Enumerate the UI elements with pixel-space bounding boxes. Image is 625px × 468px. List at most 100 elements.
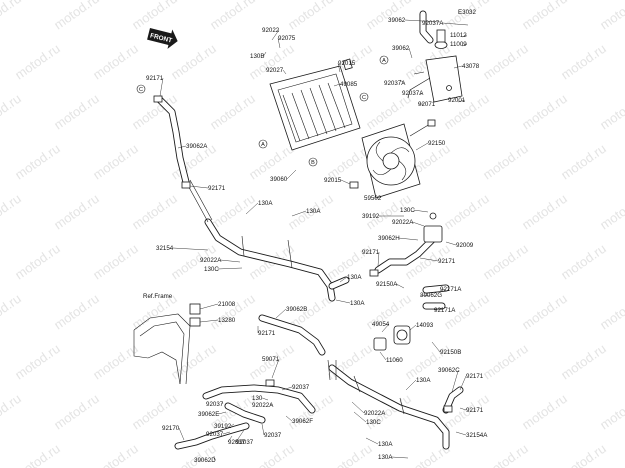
leader-line — [230, 423, 235, 427]
part-number-label: 130A — [306, 208, 321, 215]
part-number-label: 32154A — [466, 432, 488, 439]
part-number-label: 11012 — [450, 32, 467, 39]
part-number-label: 49085 — [340, 81, 358, 88]
leader-line — [353, 411, 367, 423]
leader-lines — [159, 19, 469, 461]
leader-line — [459, 407, 467, 411]
ref-frame-text: Ref.Frame — [143, 293, 173, 300]
leader-line — [269, 403, 273, 406]
part-number-label: 43078 — [462, 63, 480, 70]
part-number-label: 92171 — [362, 249, 380, 256]
thermostat-housing — [373, 212, 443, 351]
diagram-code: E3032 — [458, 9, 476, 16]
leader-line — [217, 267, 243, 270]
part-number-label: 92015 — [324, 177, 342, 184]
part-number-label: 92037 — [292, 384, 310, 391]
part-number-label: 92171 — [466, 373, 484, 380]
part-number-label: 39062A — [186, 143, 208, 150]
leader-line — [333, 83, 341, 87]
leader-line — [461, 43, 468, 47]
leader-line — [442, 22, 469, 26]
part-number-label: 39062B — [286, 306, 307, 313]
part-number-label: 92027 — [266, 67, 284, 74]
part-number-label: 39062C — [438, 367, 460, 374]
part-number-label: 92071 — [418, 101, 436, 108]
leader-line — [455, 431, 467, 436]
callout-letter: A — [382, 58, 386, 64]
part-number-label: 92037 — [206, 431, 224, 438]
leader-line — [339, 276, 348, 283]
part-number-label: 21008 — [218, 301, 236, 308]
leader-line — [461, 34, 468, 38]
part-number-label: 130A — [347, 274, 362, 281]
leader-line — [451, 369, 459, 393]
leader-line — [413, 209, 429, 213]
part-number-label: 39062D — [194, 457, 216, 464]
leader-line — [220, 259, 241, 263]
part-number-label: 92150 — [428, 140, 446, 147]
callout-1: B — [308, 157, 318, 167]
leader-line — [178, 427, 185, 441]
leader-line — [398, 237, 419, 241]
part-number-label: 92037A — [422, 20, 444, 27]
callout-2: C — [359, 92, 369, 102]
callout-0: A — [379, 55, 389, 65]
part-number-label: 92001 — [448, 97, 466, 104]
leader-line — [221, 401, 224, 405]
part-number-label: 39062 — [392, 45, 410, 52]
leader-line — [261, 423, 265, 436]
leader-line — [445, 241, 457, 246]
hose-clamps — [153, 95, 453, 413]
leader-line — [453, 65, 463, 69]
part-number-label: 130C — [400, 207, 415, 214]
part-number-label: 39062H — [378, 235, 400, 242]
part-number-label: 92037A — [402, 90, 424, 97]
front-arrow-badge: FRONT — [147, 28, 178, 49]
leader-line — [415, 142, 429, 151]
part-number-label: 13280 — [218, 317, 236, 324]
leader-line — [335, 299, 351, 304]
leader-line — [439, 288, 447, 291]
part-number-label: 39062E — [198, 411, 219, 418]
leader-line — [365, 437, 379, 445]
part-number-label: 39060 — [270, 176, 288, 183]
leader-line — [379, 351, 387, 361]
leader-line — [457, 99, 466, 103]
leader-line — [396, 283, 405, 289]
part-number-label: 130A — [416, 377, 431, 384]
part-number-label: 92150B — [440, 349, 461, 356]
part-number-label: 92171 — [208, 185, 226, 192]
cooling-fan — [361, 119, 436, 199]
part-number-label: 92150A — [376, 281, 398, 288]
callout-2: C — [136, 84, 146, 94]
leader-line — [263, 51, 267, 57]
part-number-label: 92171 — [438, 258, 456, 265]
part-number-label: 49054 — [372, 321, 390, 328]
callout-letter: C — [362, 95, 366, 101]
leader-line — [419, 257, 439, 262]
part-number-label: 92037 — [228, 439, 246, 446]
part-number-label: 92009 — [456, 242, 474, 249]
leader-line — [177, 145, 187, 149]
leader-line — [275, 308, 287, 319]
leader-line — [286, 169, 297, 180]
part-number-label: 39192 — [214, 423, 232, 430]
leader-line — [433, 307, 443, 311]
part-number-label: 32154 — [156, 245, 174, 252]
leader-line — [245, 202, 259, 215]
part-number-label: 39062F — [292, 418, 313, 425]
leader-line — [431, 341, 441, 353]
leader-line — [377, 251, 380, 267]
callout-letter: B — [311, 160, 315, 166]
leader-line — [337, 62, 341, 73]
leader-line — [218, 411, 227, 415]
frame-reference — [133, 303, 201, 385]
part-number-label: 59071 — [262, 356, 280, 363]
leader-line — [459, 375, 467, 391]
hoses — [156, 96, 464, 450]
part-number-label: 92022A — [252, 402, 274, 409]
leader-line — [271, 29, 280, 41]
leader-line — [282, 69, 287, 75]
